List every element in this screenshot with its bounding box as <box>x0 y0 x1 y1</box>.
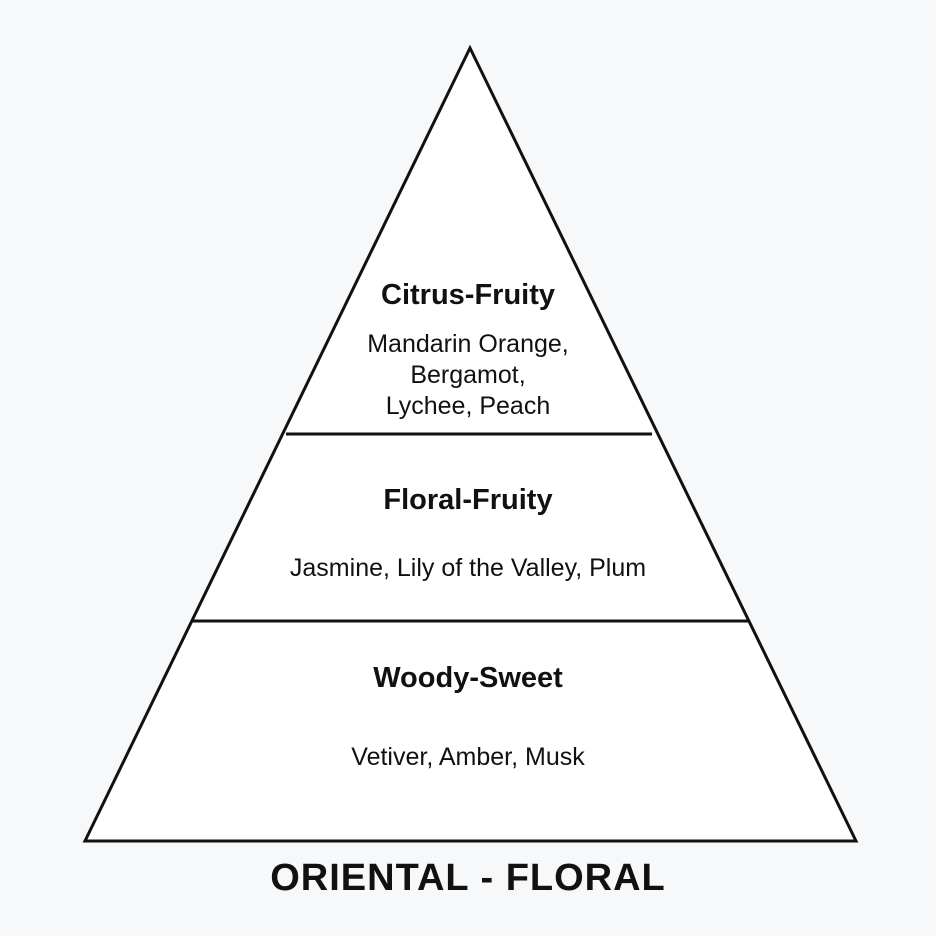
base-note-line: Vetiver, Amber, Musk <box>351 743 585 771</box>
middle-note-line: Jasmine, Lily of the Valley, Plum <box>289 554 647 582</box>
top-note-line: Mandarin Orange, <box>367 330 569 358</box>
pyramid-outline <box>82 44 859 843</box>
middle-tier-notes: Jasmine, Lily of the Valley, Plum <box>0 553 936 584</box>
middle-tier-title: Floral-Fruity <box>383 484 553 516</box>
top-tier-notes: Mandarin Orange, Bergamot, Lychee, Peach <box>0 329 936 422</box>
fragrance-family-label: ORIENTAL - FLORAL <box>270 857 666 899</box>
top-note-line: Bergamot, <box>410 361 526 389</box>
top-tier-title: Citrus-Fruity <box>381 279 555 311</box>
base-tier-notes: Vetiver, Amber, Musk <box>0 742 936 773</box>
base-tier-title: Woody-Sweet <box>373 662 563 694</box>
top-note-line: Lychee, Peach <box>385 392 551 420</box>
